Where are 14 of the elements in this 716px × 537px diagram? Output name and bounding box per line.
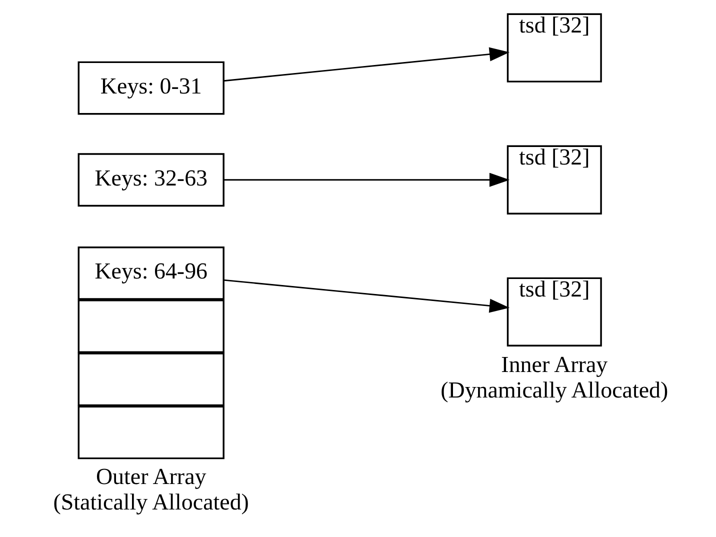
node-box: Keys: 64-96 (77, 246, 224, 300)
node-box: tsd [32] (506, 145, 602, 214)
node-box (77, 406, 224, 460)
node-box (77, 352, 224, 406)
arrow (223, 279, 510, 313)
node-box (77, 300, 224, 353)
label: Inner Array (Dynamically Allocated) (440, 352, 668, 403)
arrow (223, 172, 510, 187)
node-box: Keys: 0-31 (77, 61, 224, 115)
node-box: Keys: 32-63 (77, 153, 224, 207)
arrow (223, 47, 510, 82)
node-box: tsd [32] (506, 13, 602, 82)
node-box: tsd [32] (506, 277, 602, 346)
label: Outer Array (Statically Allocated) (52, 464, 248, 515)
